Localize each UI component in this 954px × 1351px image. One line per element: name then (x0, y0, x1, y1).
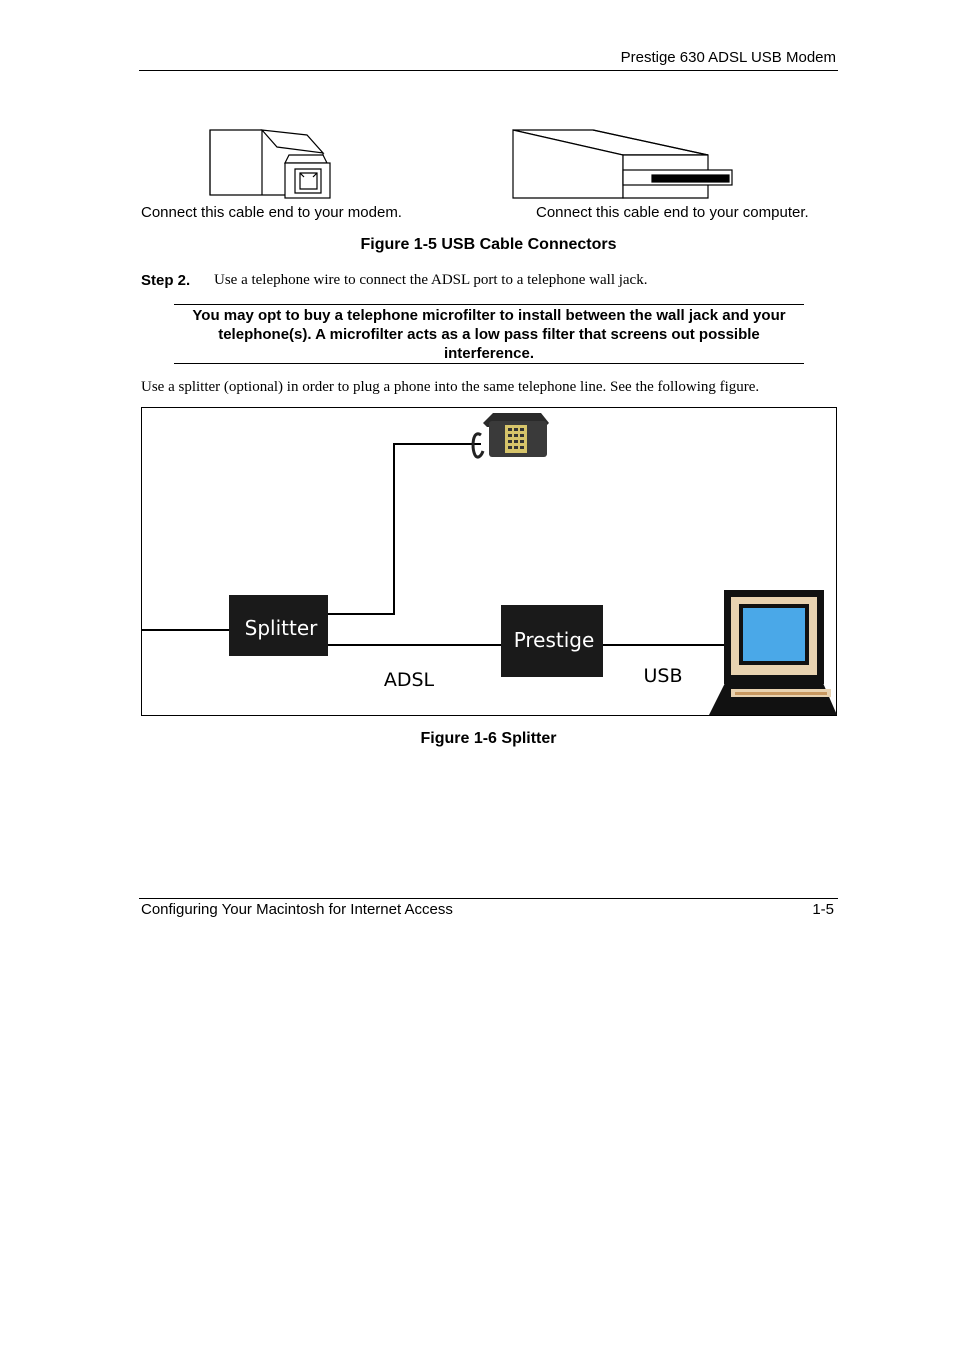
computer-icon (709, 590, 837, 715)
footer-page-number: 1-5 (812, 901, 834, 918)
telephone-icon (471, 413, 549, 459)
usb-a-connector-illustration (512, 129, 733, 199)
prestige-label: Prestige (514, 628, 595, 652)
footer-rule (139, 898, 838, 899)
figure-splitter-title: Figure 1-6 Splitter (420, 730, 557, 747)
phone-line (328, 443, 481, 615)
note-bottom-rule (174, 363, 804, 364)
splitter-diagram: Splitter Prestige ADSL USB (141, 407, 837, 716)
splitter-label: Splitter (245, 616, 318, 640)
caption-computer-end: Connect this cable end to your computer. (536, 204, 809, 221)
note-text: You may opt to buy a telephone microfilt… (192, 307, 786, 362)
footer-chapter-title: Configuring Your Macintosh for Internet … (141, 901, 453, 918)
caption-modem-end: Connect this cable end to your modem. (141, 204, 402, 221)
header-title: Prestige 630 ADSL USB Modem (620, 49, 836, 66)
adsl-label: ADSL (384, 669, 435, 691)
usb-label: USB (643, 665, 682, 687)
note-top-rule (174, 304, 804, 305)
header-rule (139, 70, 838, 71)
splitter-box (229, 595, 328, 656)
usb-b-connector-illustration (209, 129, 331, 199)
paragraph-text: Use a splitter (optional) in order to pl… (141, 379, 760, 395)
prestige-box (501, 605, 603, 677)
figure-usb-title: Figure 1-5 USB Cable Connectors (360, 236, 617, 253)
step-label: Step 2. (141, 272, 191, 289)
step-text: Use a telephone wire to connect the ADSL… (214, 272, 648, 288)
diagram-border (141, 407, 837, 716)
